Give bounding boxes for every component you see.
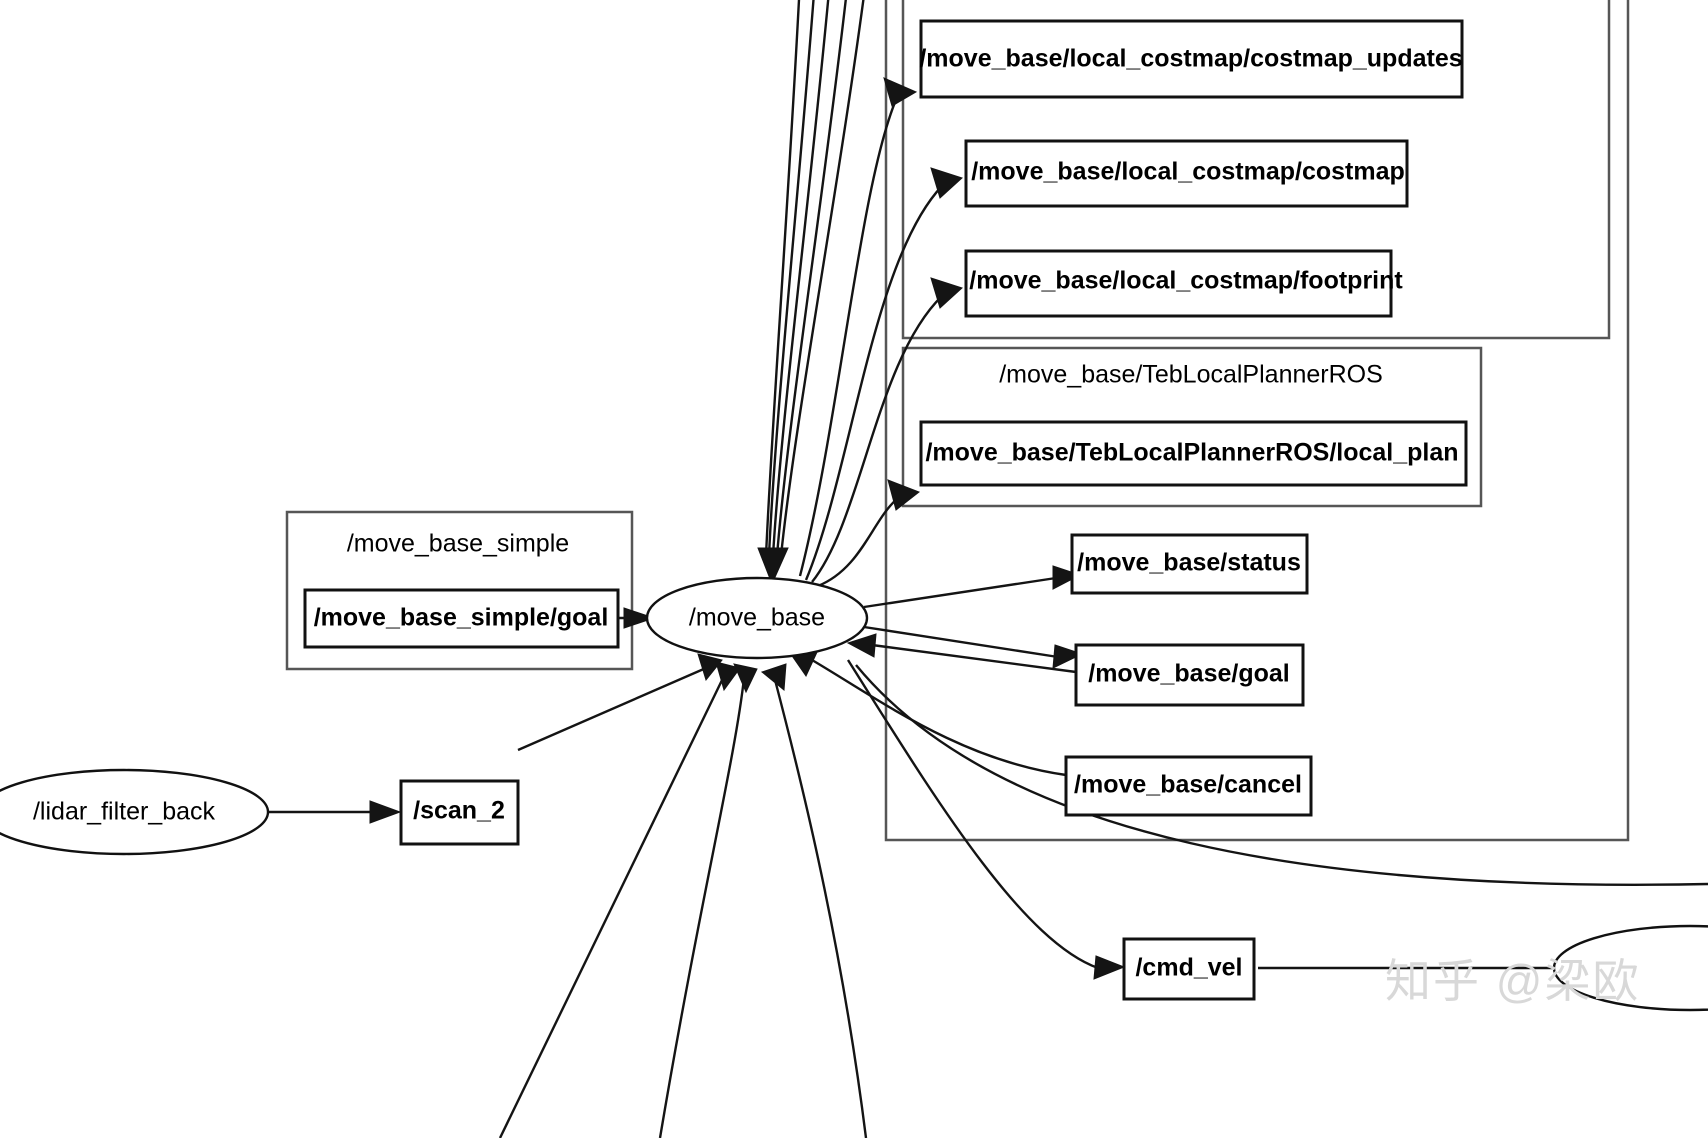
node-right-partial-ellipse[interactable]: [1552, 924, 1708, 1012]
node-costmap-updates[interactable]: [919, 19, 1464, 99]
node-move-base[interactable]: [645, 576, 869, 660]
edge-lidar-to-scan2: [268, 800, 402, 824]
node-cmd-vel[interactable]: [1122, 937, 1256, 1001]
node-move-base-label: /move_base: [689, 604, 825, 632]
cluster-move-base-simple: [285, 510, 634, 671]
node-local-plan-label: /move_base/TebLocalPlannerROS/local_plan: [925, 439, 1458, 467]
edge-move-base-to-goal: [863, 625, 1084, 669]
node-lidar-filter-back[interactable]: [0, 768, 270, 856]
node-footprint-label: /move_base/local_costmap/footprint: [969, 267, 1403, 295]
edge-move-base-to-right-node: [855, 664, 1708, 886]
edge-simple-goal-to-move-base: [618, 607, 656, 629]
cluster-teb-label: /move_base/TebLocalPlannerROS: [999, 361, 1383, 389]
cluster-move-base-simple-label: /move_base_simple: [347, 530, 569, 558]
node-goal[interactable]: [1074, 643, 1305, 707]
node-scan2[interactable]: [399, 779, 520, 846]
node-cancel[interactable]: [1064, 755, 1313, 817]
node-goal-label: /move_base/goal: [1088, 660, 1289, 688]
cluster-teb-local-planner: [901, 346, 1483, 508]
node-lidar-filter-back-label: /lidar_filter_back: [33, 798, 216, 826]
node-costmap-updates-label: /move_base/local_costmap/costmap_updates: [919, 45, 1462, 73]
node-status-label: /move_base/status: [1077, 549, 1301, 577]
node-status[interactable]: [1070, 533, 1309, 595]
node-scan2-label: /scan_2: [413, 797, 505, 825]
node-cancel-label: /move_base/cancel: [1074, 771, 1302, 799]
edge-move-base-to-cmd-vel: [846, 659, 1126, 980]
edge-goal-to-move-base: [846, 633, 1077, 674]
arrow-head-into-move-base: [757, 547, 789, 586]
edge-move-base-to-status: [863, 565, 1082, 609]
node-footprint[interactable]: [964, 249, 1393, 318]
edge-move-base-to-local-plan: [817, 479, 921, 588]
cluster-local-costmap: [901, 0, 1611, 340]
edge-move-base-to-costmap: [804, 167, 963, 581]
edge-scan2-to-move-base: [517, 653, 723, 752]
edge-group-top-inbound: [757, 0, 865, 586]
node-move-base-simple-goal[interactable]: [303, 588, 620, 649]
edge-cancel-to-move-base: [787, 649, 1067, 777]
node-move-base-simple-goal-label: /move_base_simple/goal: [314, 604, 609, 632]
node-costmap[interactable]: [964, 139, 1409, 208]
node-local-plan[interactable]: [919, 420, 1468, 487]
edge-move-base-to-costmap-updates: [798, 77, 918, 577]
edge-group-bottom-inbound: [498, 661, 868, 1138]
cluster-move-base: [884, 0, 1630, 842]
node-cmd-vel-label: /cmd_vel: [1135, 954, 1242, 982]
node-costmap-label: /move_base/local_costmap/costmap: [971, 158, 1405, 186]
edge-move-base-to-footprint: [811, 277, 963, 583]
